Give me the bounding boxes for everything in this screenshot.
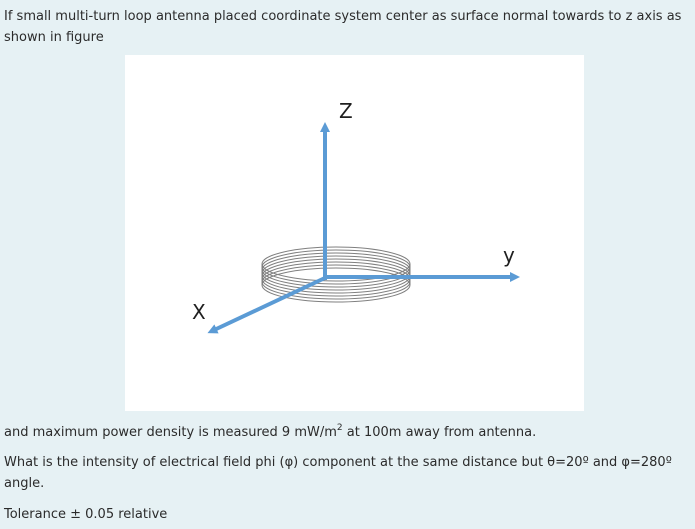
- question-intro: If small multi-turn loop antenna placed …: [4, 9, 682, 45]
- loop-coil: [261, 246, 411, 303]
- tolerance-text: Tolerance ± 0.05 relative: [4, 507, 168, 522]
- y-axis-label: y: [503, 243, 515, 267]
- question-text: What is the intensity of electrical fiel…: [4, 455, 672, 491]
- x-axis-label: X: [192, 300, 206, 324]
- power-prefix: and maximum power density is measured 9 …: [4, 425, 337, 440]
- x-axis: [207, 275, 328, 334]
- z-axis-label: Z: [339, 99, 353, 123]
- power-density-text: and maximum power density is measured 9 …: [4, 422, 690, 443]
- antenna-figure: Z y X: [125, 55, 584, 411]
- power-suffix: at 100m away from antenna.: [342, 425, 537, 440]
- power-superscript: 2: [336, 422, 343, 433]
- coordinate-diagram: Z y X: [192, 99, 520, 334]
